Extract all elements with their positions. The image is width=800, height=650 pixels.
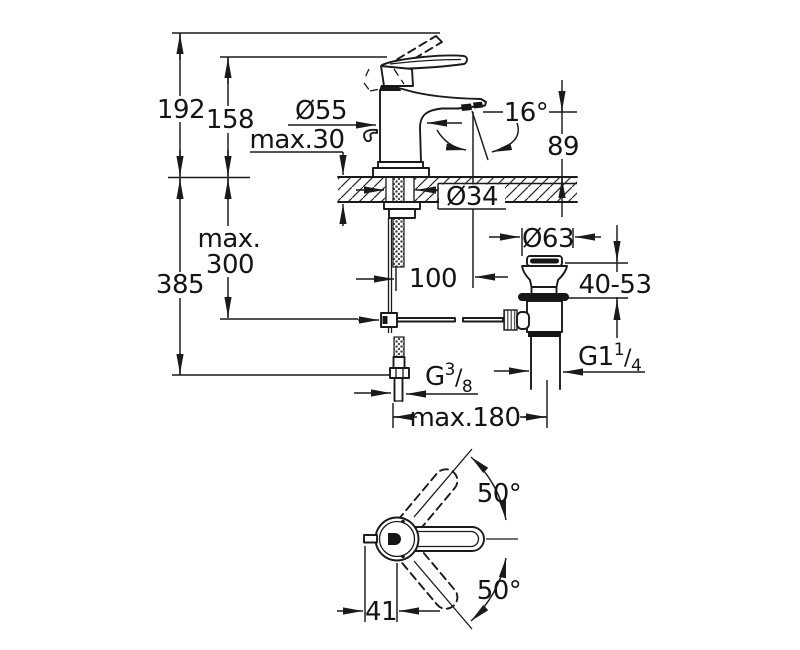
top-view: 41 50° 50°	[337, 448, 522, 630]
dim-hose-clearance-1: max.	[198, 224, 261, 254]
dim-base-diameter: Ø55	[295, 96, 347, 126]
spout	[379, 86, 487, 163]
dim-spout-reach: 100	[409, 264, 457, 294]
dimensions-top: 41	[337, 546, 440, 627]
dim-deck-thickness: max.30	[250, 125, 345, 155]
pop-up-linkage-rod	[396, 317, 504, 323]
dimensions-side: 192 158 max.30 Ø55 16° 89 Ø34 max. 300 3…	[152, 32, 652, 433]
aerator	[461, 103, 472, 111]
supply-nut	[389, 367, 410, 379]
angle-leader	[491, 122, 519, 153]
side-view: 192 158 max.30 Ø55 16° 89 Ø34 max. 300 3…	[152, 32, 652, 433]
swing-arc-up	[470, 456, 507, 521]
rod-clamp-knob	[503, 309, 518, 331]
dim-center-to-waste: max.180	[409, 403, 520, 433]
lever-raised-dashed	[385, 35, 437, 67]
dim-total-depth: 385	[156, 270, 204, 300]
swing-arc-down	[470, 557, 507, 622]
dim-spout-height: 89	[547, 132, 579, 162]
pop-up-waste	[503, 255, 569, 390]
dim-waste-flange-diameter: Ø63	[522, 224, 574, 254]
supply-shank-and-hose	[380, 176, 421, 402]
dim-waste-thread: G11/4	[578, 340, 641, 376]
dim-hose-clearance-2: 300	[206, 250, 254, 280]
dim-total-height: 192	[157, 95, 205, 125]
pull-rod-knob	[363, 128, 378, 143]
waste-o-ring	[518, 293, 569, 301]
dim-swing-down: 50°	[477, 576, 522, 606]
lever-top	[398, 526, 485, 552]
faucet-body	[363, 35, 487, 178]
dim-waste-clamping-range: 40-53	[578, 270, 651, 300]
dim-hole-diameter: Ø34	[446, 182, 498, 212]
dim-lever-projection: 41	[365, 597, 397, 627]
dim-swing-up: 50°	[477, 479, 522, 509]
dim-aerator-angle: 16°	[504, 98, 549, 128]
lever-handle	[381, 54, 468, 70]
dim-lever-height: 158	[206, 105, 254, 135]
pull-rod-top	[363, 534, 378, 544]
dim-supply-thread: G3/8	[425, 360, 472, 397]
